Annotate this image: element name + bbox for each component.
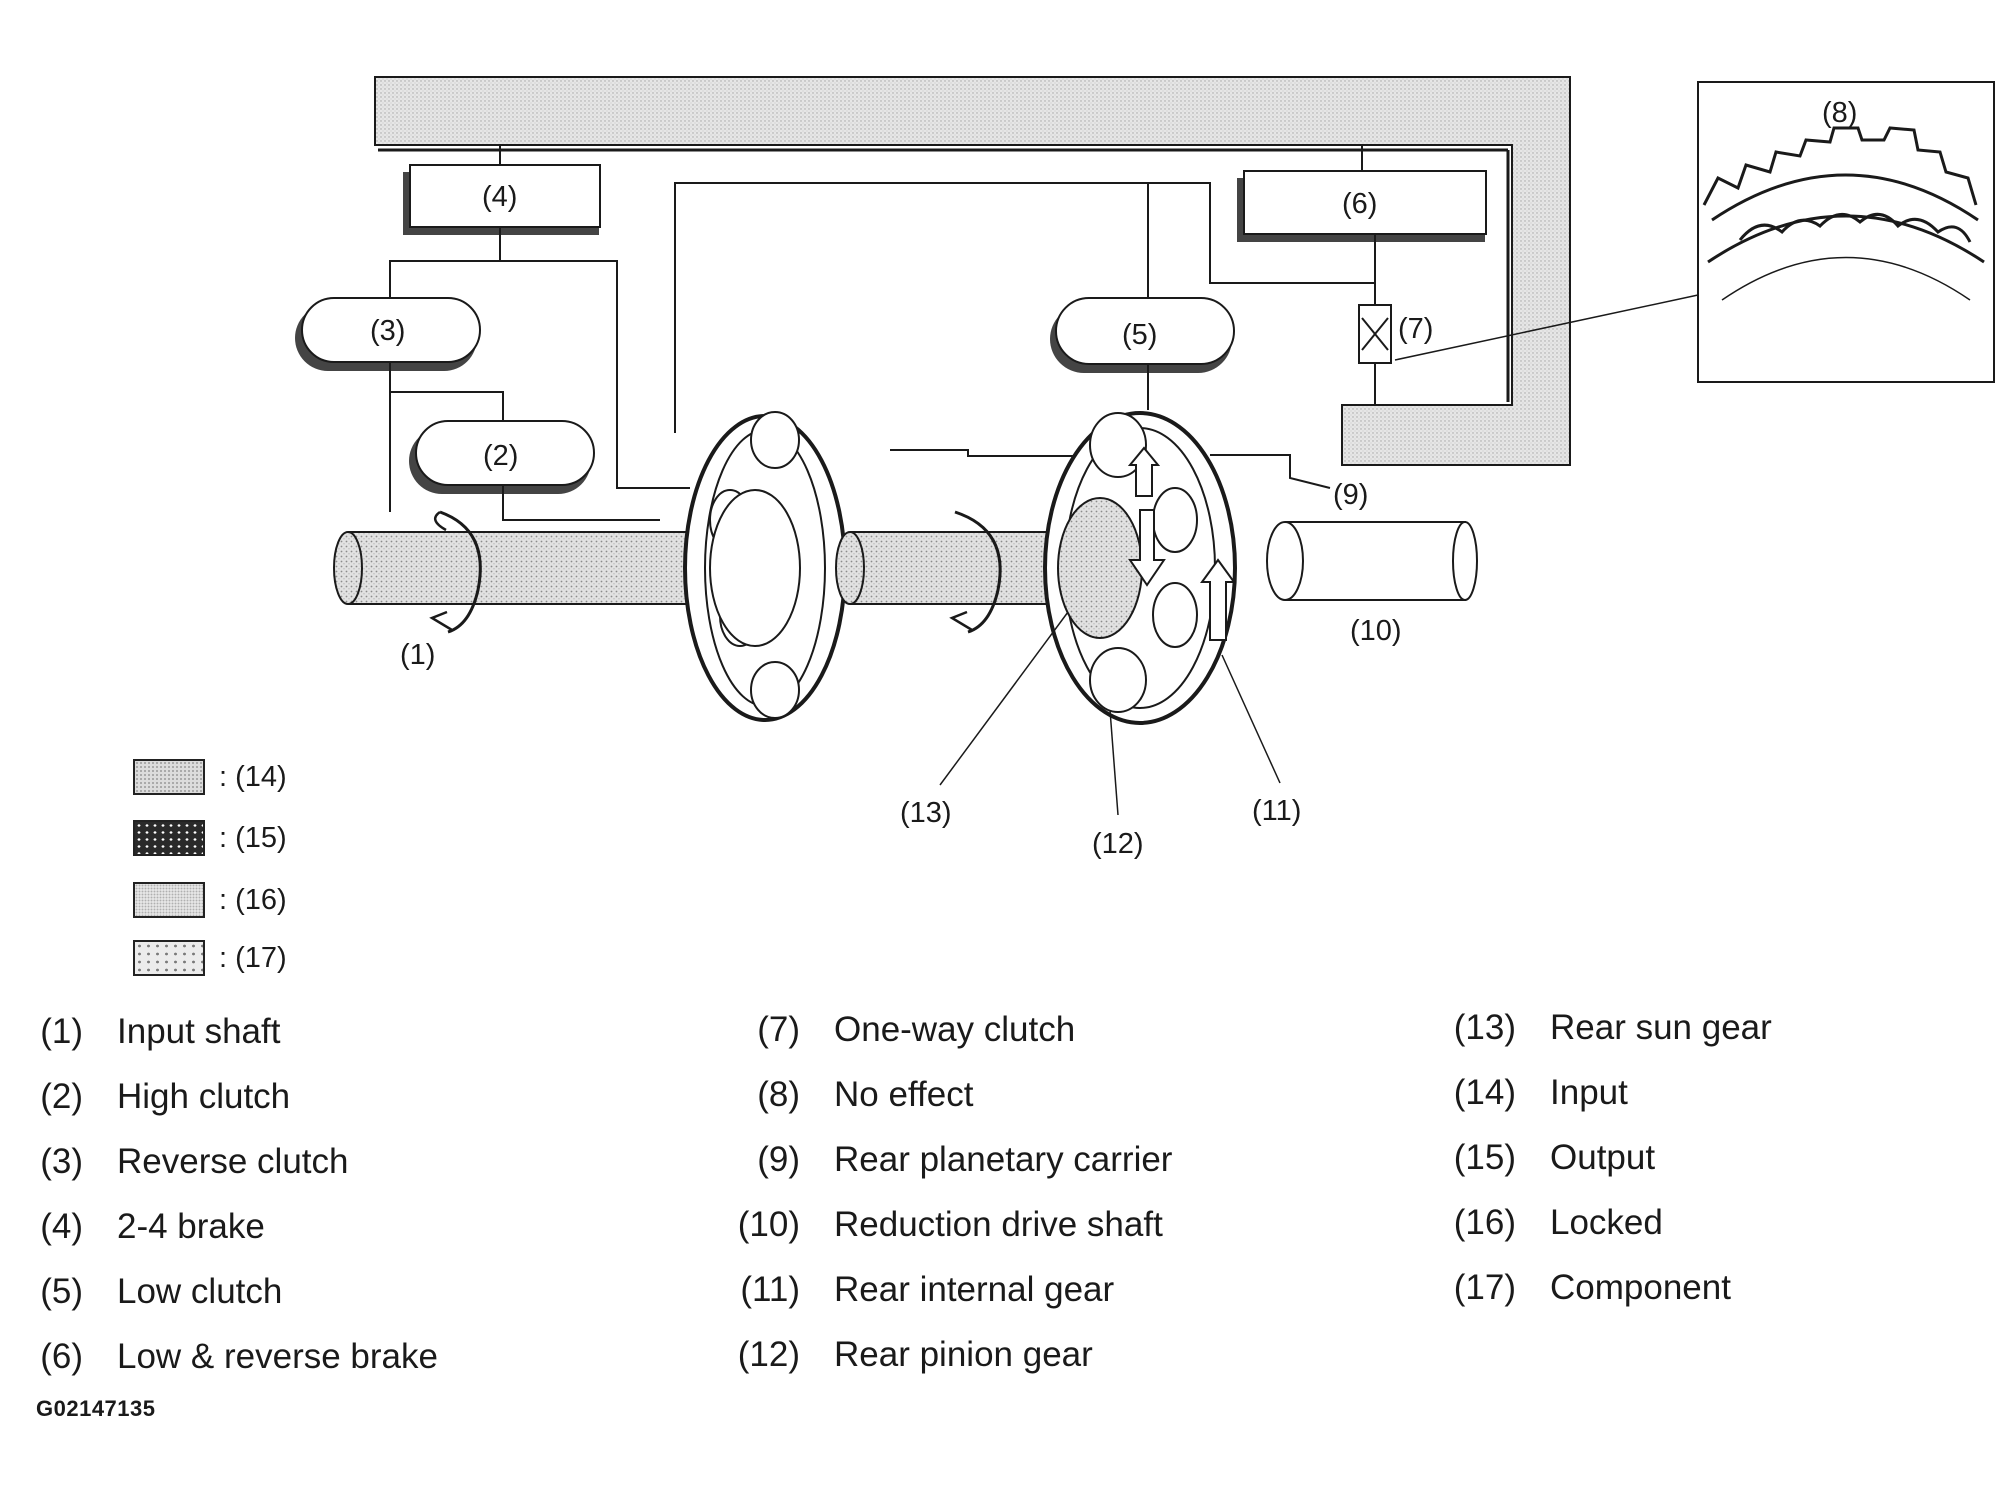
low-clutch: [1055, 297, 1235, 365]
high-clutch: [415, 420, 595, 486]
detail-teeth: [1702, 126, 1978, 206]
output-swatch: [133, 820, 205, 856]
key-number: (2): [40, 1077, 83, 1116]
key-label: One-way clutch: [834, 1010, 1076, 1049]
callout-10: (10): [1350, 615, 1402, 647]
legend-label: : (17): [219, 941, 287, 974]
callout-2: (2): [483, 440, 518, 472]
detail-sprags: [1738, 213, 1972, 243]
key-number: (13): [1453, 1008, 1516, 1047]
reduction-drive-shaft: [1285, 521, 1466, 601]
key-label: Low & reverse brake: [117, 1337, 438, 1376]
key-number: (10): [737, 1205, 800, 1244]
brake-2-4: [409, 164, 601, 228]
key-label: Locked: [1550, 1203, 1663, 1242]
legend-item-component: : (17): [133, 938, 287, 978]
key-label: Reduction drive shaft: [834, 1205, 1163, 1244]
key-label: Rear pinion gear: [834, 1335, 1093, 1374]
input-shaft: [348, 531, 696, 605]
key-label: Rear planetary carrier: [834, 1140, 1173, 1179]
front-sun-gear: [709, 489, 801, 647]
legend-label: : (15): [219, 821, 287, 854]
key-number: (16): [1453, 1203, 1516, 1242]
key-label: Input: [1550, 1073, 1628, 1112]
callout-3: (3): [370, 315, 405, 347]
key-label: High clutch: [117, 1077, 291, 1116]
legend-item-input: : (14): [133, 757, 287, 797]
callout-8: (8): [1822, 97, 1857, 129]
key-label: Rear sun gear: [1550, 1008, 1772, 1047]
key-label: Low clutch: [117, 1272, 283, 1311]
key-number: (4): [40, 1207, 83, 1246]
key-number: (9): [757, 1140, 800, 1179]
callout-12: (12): [1092, 828, 1144, 860]
key-number: (3): [40, 1142, 83, 1181]
callout-7: (7): [1398, 313, 1433, 345]
rear-pinion-gear: [1089, 647, 1147, 713]
callout-9: (9): [1333, 479, 1368, 511]
key-label: Rear internal gear: [834, 1270, 1115, 1309]
key-number: (8): [757, 1075, 800, 1114]
key-number: (1): [40, 1012, 83, 1051]
pinion-rotation-arrow: [1128, 509, 1166, 587]
key-number: (11): [740, 1270, 800, 1309]
input-rotation-arrow: [439, 510, 482, 634]
callout-4: (4): [482, 181, 517, 213]
key-number: (12): [737, 1335, 800, 1374]
key-number: (14): [1453, 1073, 1516, 1112]
key-number: (5): [40, 1272, 83, 1311]
carrier-rotation-arrow: [1127, 446, 1161, 497]
legend-item-output: : (15): [133, 818, 287, 858]
legend-item-locked: : (16): [133, 880, 287, 920]
rear-sun-gear: [1057, 497, 1143, 639]
legend-label: : (16): [219, 883, 287, 916]
callout-5: (5): [1122, 319, 1157, 351]
key-number: (15): [1453, 1138, 1516, 1177]
callout-13: (13): [900, 797, 952, 829]
locked-swatch: [133, 882, 205, 918]
key-label: 2-4 brake: [117, 1207, 265, 1246]
transmission-case: [374, 76, 1571, 466]
component-swatch: [133, 940, 205, 976]
key-number: (7): [757, 1010, 800, 1049]
callout-6: (6): [1342, 188, 1377, 220]
key-label: No effect: [834, 1075, 974, 1114]
callout-11: (11): [1252, 795, 1301, 827]
low-reverse-brake: [1243, 170, 1487, 235]
key-label: Output: [1550, 1138, 1656, 1177]
key-label: Input shaft: [117, 1012, 281, 1051]
input-swatch: [133, 759, 205, 795]
key-label: Reverse clutch: [117, 1142, 349, 1181]
figure-id: G02147135: [36, 1396, 156, 1421]
internal-gear-arrow: [1200, 558, 1236, 641]
key-number: (6): [40, 1337, 83, 1376]
key-number: (17): [1453, 1268, 1516, 1307]
legend-label: : (14): [219, 760, 287, 793]
callout-1: (1): [400, 639, 435, 671]
key-label: Component: [1550, 1268, 1731, 1307]
